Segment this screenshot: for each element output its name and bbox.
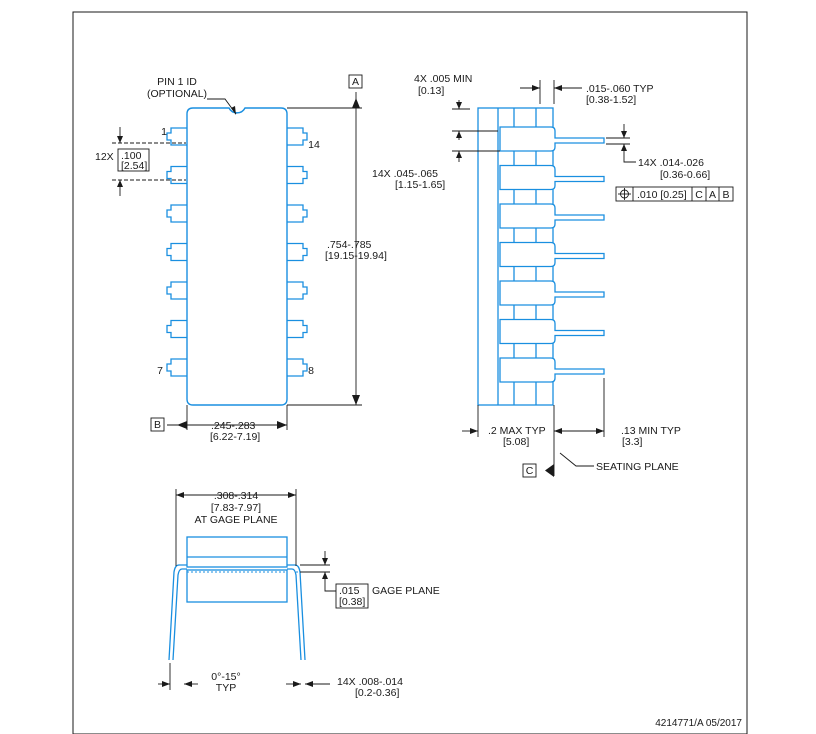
side-view-lead — [499, 241, 605, 268]
drawing-frame — [72, 11, 748, 734]
seat-mm: [3.3] — [622, 436, 643, 448]
standoff-mm: [0.13] — [418, 85, 444, 97]
shoulder-inch: 14X .045-.065 — [372, 168, 438, 180]
top-view-pin-left — [166, 165, 187, 185]
gage-mm: [0.38] — [339, 596, 365, 608]
span-inch: .308-.314 — [214, 490, 259, 502]
top-view-pin-right — [287, 127, 308, 146]
side-view-lead — [499, 126, 605, 152]
pin-number-1: 1 — [161, 126, 167, 138]
shoulder-mm: [1.15-1.65] — [395, 179, 445, 191]
drawing-number: 4214771/A 05/2017 — [655, 718, 742, 729]
gage-plane-label: GAGE PLANE — [372, 585, 440, 597]
top-view-pin-left — [166, 281, 187, 300]
width-mm: [6.22-7.19] — [210, 431, 260, 443]
top-view-pin-left — [166, 204, 187, 223]
seat-inch: .13 MIN TYP — [621, 425, 681, 437]
fcf-tolerance: .010 [0.25] — [637, 189, 687, 201]
top-view-pin-left — [166, 242, 187, 262]
top-view-pin-right — [287, 242, 308, 262]
top-view-pin-left — [166, 127, 187, 146]
gage-inch: .015 — [339, 585, 360, 597]
feature-control-frame: .010 [0.25] C A B — [615, 186, 734, 202]
pin-number-7: 7 — [157, 365, 163, 377]
end-view: .308-.314 [7.83-7.97] AT GAGE PLANE .015… — [158, 489, 440, 699]
fcf-datum-a: A — [709, 189, 716, 201]
width-inch: .245-.283 — [211, 420, 256, 432]
standoff-inch: 4X .005 MIN — [414, 73, 472, 85]
pin-number-8: 8 — [308, 365, 314, 377]
side-view: 4X .005 MIN [0.13] 14X .045-.065 [1.15-1… — [372, 73, 734, 478]
side-view-lead — [499, 164, 605, 191]
end-view-left-lead — [168, 564, 187, 661]
lead-length-inch: .015-.060 TYP — [586, 83, 654, 95]
pitch-count: 12X — [95, 151, 114, 163]
lead-width-mm: [0.36-0.66] — [660, 169, 710, 181]
datum-c: C — [526, 465, 534, 477]
top-view-pin-right — [287, 319, 308, 339]
seating-plane-label: SEATING PLANE — [596, 461, 679, 473]
pin1-optional-label: (OPTIONAL) — [147, 88, 207, 100]
side-view-lead — [499, 357, 605, 383]
end-body-top — [186, 536, 288, 568]
span-mm: [7.83-7.97] — [211, 502, 261, 514]
height-mm: [5.08] — [503, 436, 529, 448]
datum-b: B — [154, 419, 161, 431]
pitch-inch: .100 — [121, 150, 142, 162]
package-body-top — [186, 107, 288, 406]
lead-thickness-inch: 14X .008-.014 — [337, 676, 403, 688]
top-view-left-pins — [166, 127, 187, 377]
lead-thickness-mm: [0.2-0.36] — [355, 687, 399, 699]
top-view-right-pins — [287, 127, 308, 377]
angle-value: 0°-15° — [211, 671, 240, 683]
top-view-pin-left — [166, 358, 187, 377]
length-inch: .754-.785 — [327, 239, 372, 251]
length-mm: [19.15-19.94] — [325, 250, 387, 262]
top-view-pin-left — [166, 319, 187, 339]
fcf-datum-b: B — [722, 189, 729, 201]
top-view-pin-right — [287, 281, 308, 300]
pin1-id-label: PIN 1 ID — [157, 76, 197, 88]
pitch-mm: [2.54] — [121, 160, 147, 172]
lead-width-inch: 14X .014-.026 — [638, 157, 704, 169]
top-view-pin-right — [287, 358, 308, 377]
span-note: AT GAGE PLANE — [194, 514, 277, 526]
side-view-lead — [499, 203, 605, 229]
end-view-right-lead — [287, 564, 306, 661]
angle-typ: TYP — [216, 682, 236, 694]
lead-length-mm: [0.38-1.52] — [586, 94, 636, 106]
top-view: PIN 1 ID (OPTIONAL) 1 14 7 8 12X .100 [2… — [95, 74, 387, 443]
pin1-arrowhead — [231, 106, 236, 115]
top-view-pin-right — [287, 165, 308, 185]
pin-number-14: 14 — [308, 139, 320, 151]
fcf-datum-c: C — [695, 189, 703, 201]
side-view-lead — [499, 318, 605, 345]
end-body-bottom — [186, 569, 288, 603]
side-view-leads — [499, 126, 605, 383]
top-view-pin-right — [287, 204, 308, 223]
side-view-lead — [499, 280, 605, 306]
height-inch: .2 MAX TYP — [488, 425, 546, 437]
datum-a: A — [352, 76, 359, 88]
